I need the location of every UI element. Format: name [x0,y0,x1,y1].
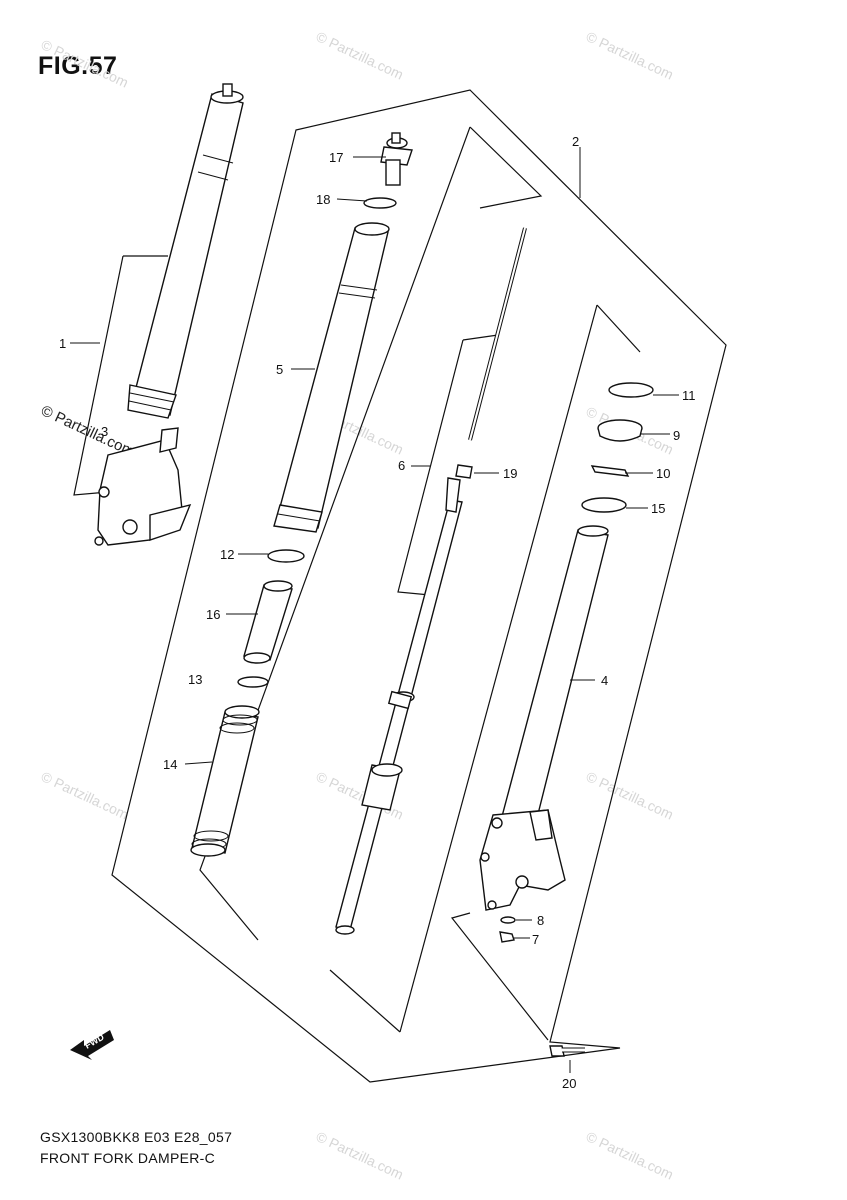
model-code: GSX1300BKK8 E03 E28_057 [40,1129,233,1145]
bracket-6-top [462,334,499,341]
watermark: © Partzilla.com [39,768,131,822]
watermark: © Partzilla.com [314,28,406,82]
part-label-3: 3 [101,424,108,439]
part-label-13: 13 [188,672,202,687]
seal-11 [608,382,654,398]
part-label-20: 20 [562,1076,576,1091]
spring-14 [190,705,260,857]
collar-19 [455,464,473,479]
bracket-rod-bottom [329,969,401,1033]
damper-top-17 [380,132,413,186]
part-label-15: 15 [651,501,665,516]
fwd-arrow-icon: FWD [70,1030,114,1060]
part-label-2: 2 [572,134,579,149]
part-labels: 1 2 3 4 5 6 7 8 9 10 11 12 13 14 15 16 1… [59,134,696,1091]
bracket-left [199,126,471,941]
part-label-1: 1 [59,336,66,351]
part-label-6: 6 [398,458,405,473]
inner-tube-4 [479,525,609,911]
figure-title: FIG.57 [38,52,118,80]
outer-tube-5 [273,222,390,533]
bracket-6-left [397,339,464,596]
bolt-7 [499,931,515,943]
leader-lines [70,147,679,1073]
part-label-8: 8 [537,913,544,928]
part-label-9: 9 [673,428,680,443]
part-label-12: 12 [220,547,234,562]
figure-caption: FRONT FORK DAMPER-C [40,1150,215,1166]
bracket-1-left [73,255,124,496]
washer-8 [500,916,516,924]
part-label-11: 11 [682,388,696,403]
watermark: © Partzilla.com [584,28,676,82]
clip-10 [590,465,630,477]
watermark: © Partzilla.com [584,768,676,822]
o-ring-18 [363,197,397,209]
bracket-4-bottom [450,912,549,1041]
washer-13 [237,676,269,688]
dust-seal-15 [581,497,627,513]
part-label-19: 19 [503,466,517,481]
bracket-upper [469,126,543,209]
assembly-outline-2 [111,89,727,1083]
watermark: © Partzilla.com [584,1128,676,1182]
part-label-16: 16 [206,607,220,622]
bracket-4-top [596,304,641,353]
bushing-12 [267,549,305,563]
bolt-20 [549,1045,585,1057]
part-label-18: 18 [316,192,330,207]
spacer-16 [243,580,293,664]
part-label-7: 7 [532,932,539,947]
damper-rod-6 [335,227,527,935]
part-label-4: 4 [601,673,608,688]
fork-assembly-1 [94,83,244,546]
part-label-17: 17 [329,150,343,165]
part-label-10: 10 [656,466,670,481]
bracket-4-right [399,304,598,1033]
oil-seal-9 [597,419,643,442]
part-label-5: 5 [276,362,283,377]
part-label-14: 14 [163,757,177,772]
watermark: © Partzilla.com [39,36,131,90]
watermark: © Partzilla.com [314,1128,406,1182]
